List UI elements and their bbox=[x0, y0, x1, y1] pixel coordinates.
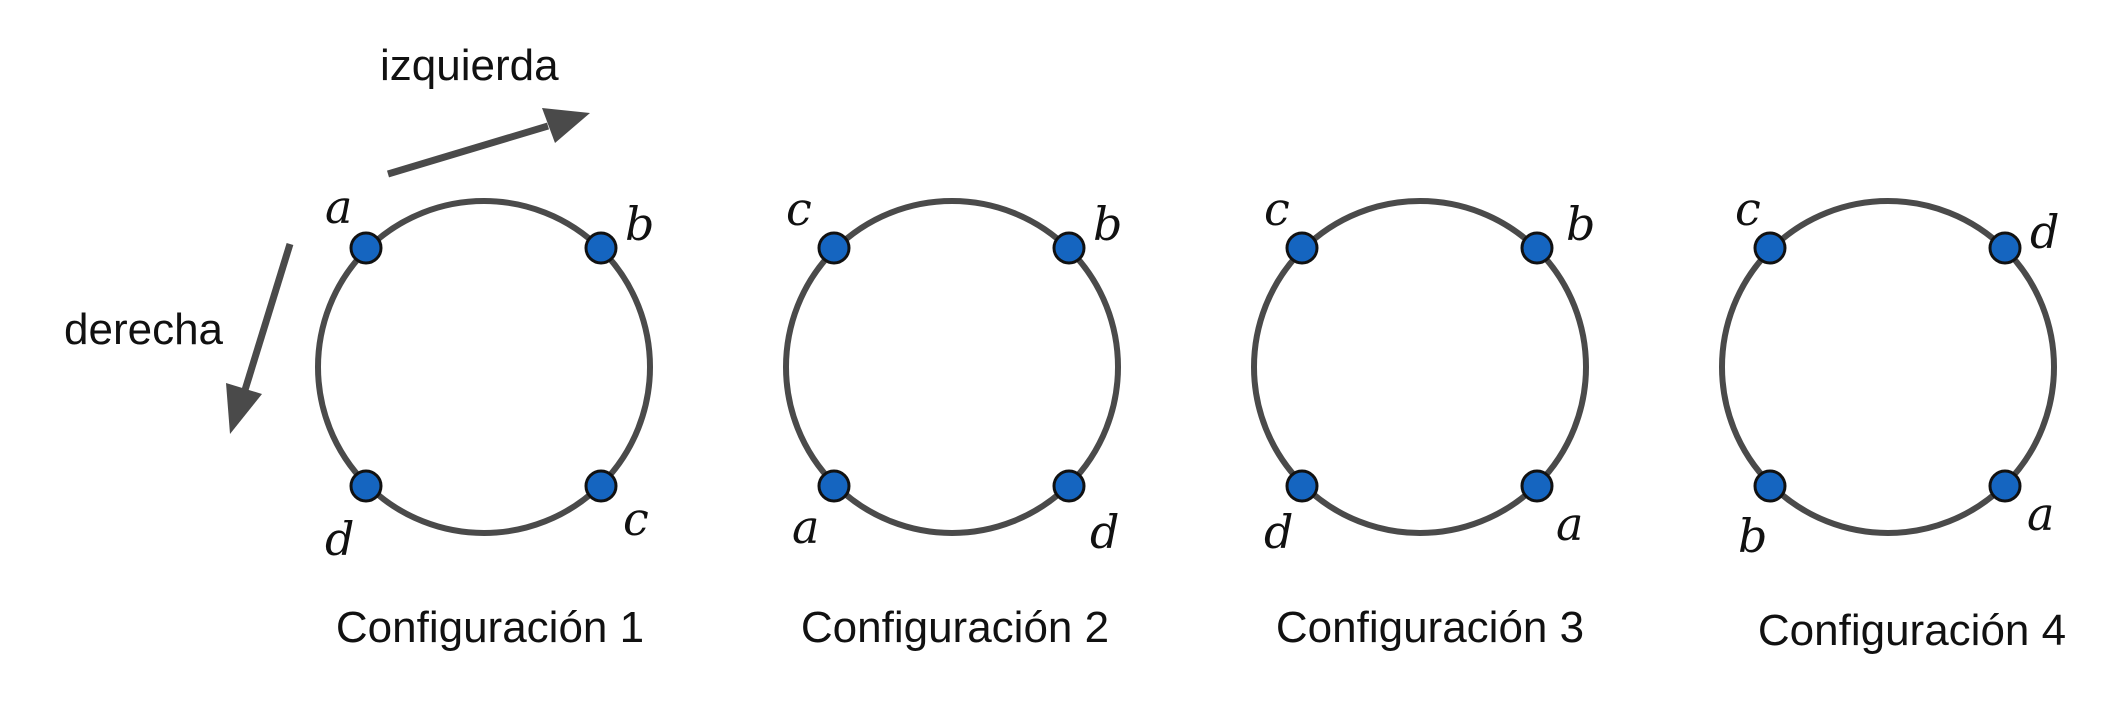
label-bottom-left: d bbox=[1264, 505, 1293, 559]
configuration-1: a b d c Configuración 1 bbox=[315, 180, 654, 652]
direction-right-label: derecha bbox=[64, 305, 224, 354]
configuration-caption: Configuración 2 bbox=[801, 603, 1109, 652]
configuration-caption: Configuración 3 bbox=[1276, 603, 1584, 652]
ring bbox=[1719, 198, 2057, 536]
direction-left-arrow bbox=[386, 108, 590, 178]
label-top-right: d bbox=[2030, 205, 2059, 259]
ring bbox=[1251, 198, 1589, 536]
label-top-right: b bbox=[1093, 197, 1122, 251]
node-bottom-right bbox=[1520, 469, 1554, 503]
label-bottom-left: d bbox=[325, 512, 354, 566]
node-top-right bbox=[584, 231, 618, 265]
direction-left-label: izquierda bbox=[380, 41, 559, 90]
configuration-2: c b a d Configuración 2 bbox=[783, 182, 1122, 652]
node-top-left bbox=[1285, 231, 1319, 265]
configuration-4: c d b a Configuración 4 bbox=[1719, 182, 2066, 655]
label-top-left: c bbox=[1735, 182, 1761, 236]
configuration-caption: Configuración 4 bbox=[1758, 606, 2066, 655]
label-bottom-right: a bbox=[1556, 497, 1583, 551]
node-bottom-left bbox=[1285, 469, 1319, 503]
label-top-left: c bbox=[786, 182, 812, 236]
ring bbox=[315, 198, 653, 536]
label-top-right: b bbox=[625, 197, 654, 251]
node-bottom-right bbox=[1988, 469, 2022, 503]
node-bottom-right bbox=[584, 469, 618, 503]
label-bottom-left: b bbox=[1738, 509, 1767, 563]
configuration-caption: Configuración 1 bbox=[336, 603, 644, 652]
node-top-left bbox=[349, 231, 383, 265]
node-bottom-right bbox=[1052, 469, 1086, 503]
configuration-3: c b d a Configuración 3 bbox=[1251, 182, 1595, 652]
node-top-left bbox=[1753, 231, 1787, 265]
node-bottom-left bbox=[817, 469, 851, 503]
node-top-left bbox=[817, 231, 851, 265]
node-top-right bbox=[1988, 231, 2022, 265]
ring bbox=[783, 198, 1121, 536]
label-bottom-left: a bbox=[792, 500, 819, 554]
node-top-right bbox=[1520, 231, 1554, 265]
label-top-right: b bbox=[1566, 197, 1595, 251]
node-bottom-left bbox=[1753, 469, 1787, 503]
label-bottom-right: d bbox=[1090, 505, 1119, 559]
label-bottom-right: c bbox=[623, 492, 649, 546]
label-bottom-right: a bbox=[2027, 487, 2054, 541]
direction-right-arrow bbox=[226, 242, 294, 434]
node-top-right bbox=[1052, 231, 1086, 265]
label-top-left: c bbox=[1264, 182, 1290, 236]
node-bottom-left bbox=[349, 469, 383, 503]
label-top-left: a bbox=[325, 180, 352, 234]
